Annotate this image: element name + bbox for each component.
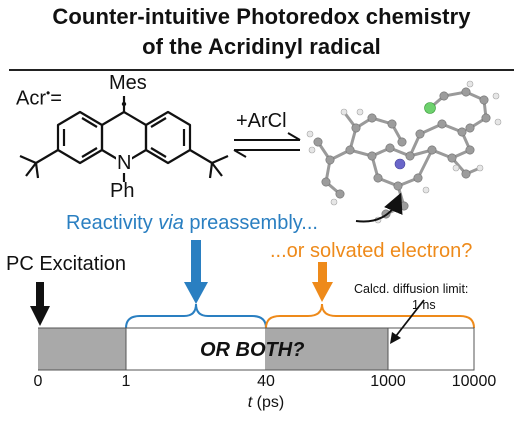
orange-brace xyxy=(265,303,475,329)
nitrogen-atom xyxy=(394,158,406,170)
acr-label: Acr•= xyxy=(16,86,62,110)
ball-and-stick-model xyxy=(306,80,502,224)
tick-label: 1 xyxy=(121,373,131,390)
mes-label: Mes xyxy=(109,72,147,94)
segment-40-1000 xyxy=(266,328,388,370)
diffusion-limit-value: 1 ns xyxy=(412,298,436,312)
pc-excitation-label: PC Excitation xyxy=(6,253,127,275)
acridinyl-structure xyxy=(19,96,229,182)
tick-label: 40 xyxy=(257,373,275,390)
title-line-2: of the Acridinyl radical xyxy=(142,34,381,59)
n-label-backing xyxy=(116,155,132,173)
title-line-1: Counter-intuitive Photoredox chemistry xyxy=(52,4,471,29)
reactivity-text: Reactivity via preassembly... xyxy=(66,212,318,234)
chlorine-atom xyxy=(424,102,436,114)
curved-arrow xyxy=(355,192,403,223)
tick-label: 0 xyxy=(33,373,43,390)
reagent-label: +ArCl xyxy=(236,110,287,132)
blue-brace xyxy=(125,303,267,329)
axis-title: t (ps) xyxy=(247,394,285,411)
solvated-electron-text: ...or solvated electron? xyxy=(270,240,473,262)
blue-arrow xyxy=(184,240,208,304)
diffusion-limit-label: Calcd. diffusion limit: xyxy=(354,282,469,296)
tick-label: 1000 xyxy=(370,373,406,390)
segment-1000-10000 xyxy=(387,327,475,371)
tick-label: 10000 xyxy=(451,373,497,390)
title-divider xyxy=(9,69,514,71)
segment-0-1 xyxy=(38,328,126,370)
n-label: N xyxy=(117,152,132,174)
equilibrium-arrows xyxy=(233,132,301,158)
radical-dot xyxy=(121,101,127,107)
diffusion-pointer xyxy=(395,299,425,337)
pc-excitation-arrow xyxy=(30,282,50,326)
ph-label: Ph xyxy=(110,180,135,202)
or-both-label: OR BOTH? xyxy=(200,339,305,361)
orange-arrow xyxy=(312,262,333,302)
